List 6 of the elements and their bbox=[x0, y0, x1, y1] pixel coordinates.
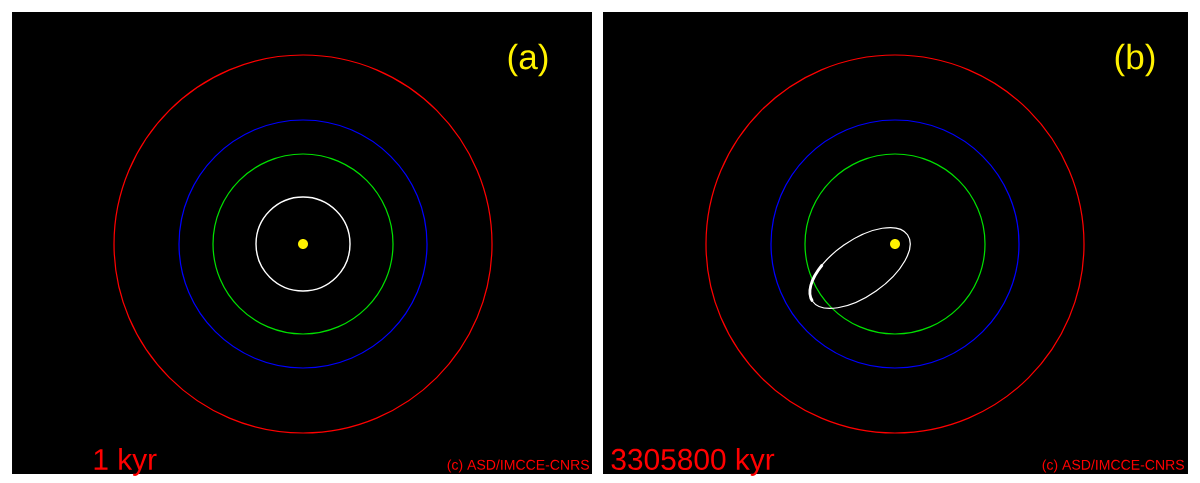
copyright-note: (c) ASD/IMCCE-CNRS bbox=[1042, 459, 1184, 473]
panel-label: (b) bbox=[1115, 43, 1155, 77]
time-label: 1 kyr bbox=[94, 448, 157, 476]
panel-label: (a) bbox=[508, 43, 548, 77]
copyright-note: (c) ASD/IMCCE-CNRS bbox=[447, 459, 589, 473]
time-label: 3305800 kyr bbox=[611, 448, 775, 476]
